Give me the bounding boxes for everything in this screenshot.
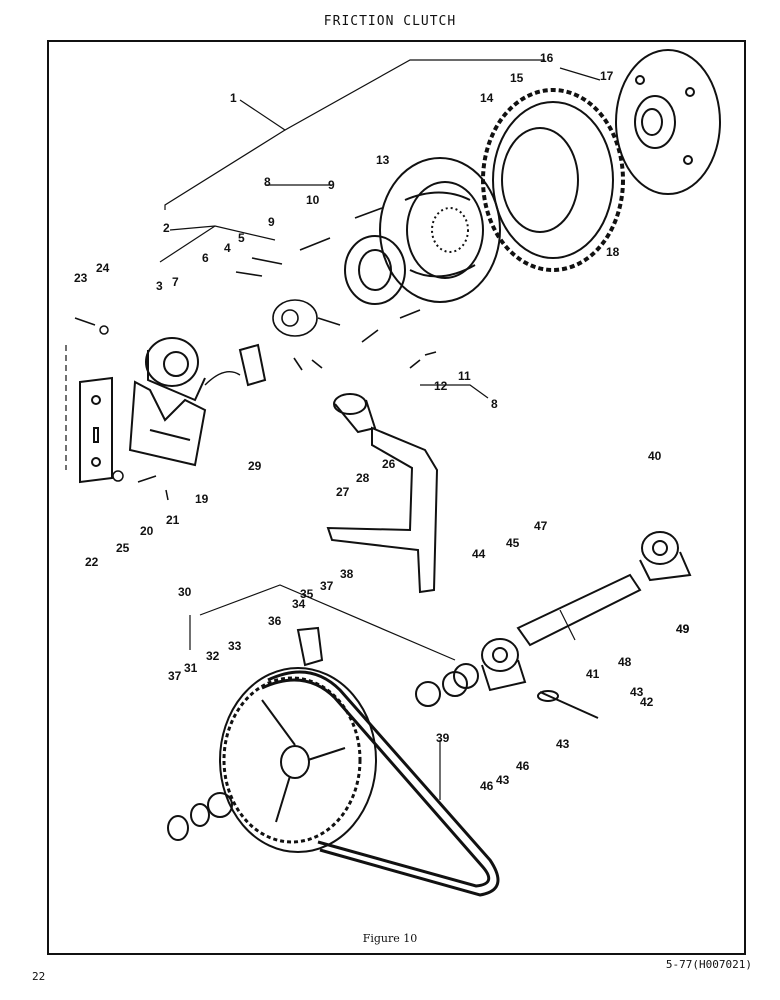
part-callout-19: 19 [195, 492, 209, 506]
handle-grip-28 [333, 393, 377, 434]
shaft-47 [516, 573, 642, 647]
pressure-plate-10 [344, 235, 406, 305]
part-callout-37: 37 [168, 669, 182, 683]
bracket-3 [145, 337, 206, 402]
part-callout-14: 14 [480, 91, 494, 105]
part-callout-15: 15 [510, 71, 524, 85]
part-callout-39: 39 [436, 731, 450, 745]
sprocket-ring-14 [481, 88, 625, 272]
part-callout-20: 20 [140, 524, 154, 538]
part-callout-46: 46 [480, 779, 494, 793]
part-callout-23: 23 [74, 271, 88, 285]
part-callout-9: 9 [268, 215, 275, 229]
part-callout-38: 38 [340, 567, 354, 581]
bolts [74, 317, 169, 501]
part-callout-40: 40 [648, 449, 662, 463]
part-callout-35: 35 [300, 587, 314, 601]
part-callout-30: 30 [178, 585, 192, 599]
bearing-block-45 [481, 638, 527, 692]
part-callout-8: 8 [264, 175, 271, 189]
part-callout-37: 37 [320, 579, 334, 593]
washers-and-bearings [167, 626, 479, 841]
part-callout-31: 31 [184, 661, 198, 675]
part-callout-18: 18 [606, 245, 620, 259]
leader-lines [159, 59, 601, 800]
part-callout-32: 32 [206, 649, 220, 663]
page-title: FRICTION CLUTCH [323, 14, 457, 29]
part-callout-3: 3 [156, 279, 163, 293]
part-callout-22: 22 [85, 555, 99, 569]
part-callout-13: 13 [376, 153, 390, 167]
figure-caption: Figure 10 [362, 932, 418, 945]
clutch-disc-13 [379, 157, 501, 303]
hanger-19 [128, 380, 207, 467]
part-callout-27: 27 [336, 485, 350, 499]
part-callout-5: 5 [238, 231, 245, 245]
part-callout-45: 45 [506, 536, 520, 550]
part-callout-44: 44 [472, 547, 486, 561]
part-callout-17: 17 [600, 69, 614, 83]
page-number: 22 [32, 970, 46, 983]
pulley-hub-17 [615, 49, 721, 195]
part-callout-21: 21 [166, 513, 180, 527]
part-callout-36: 36 [268, 614, 282, 628]
part-callout-16: 16 [540, 51, 554, 65]
part-callout-10: 10 [306, 193, 320, 207]
part-callout-43: 43 [556, 737, 570, 751]
part-callout-7: 7 [172, 275, 179, 289]
part-callout-34: 34 [292, 597, 306, 611]
part-callout-41: 41 [586, 667, 600, 681]
part-callout-11: 11 [458, 369, 471, 383]
part-callout-26: 26 [382, 457, 396, 471]
part-callout-28: 28 [356, 471, 370, 485]
figure-frame [47, 40, 746, 955]
part-callout-49: 49 [676, 622, 690, 636]
v-belt-39 [261, 670, 500, 897]
part-callout-42: 42 [640, 695, 654, 709]
document-code: 5-77(H007021) [665, 958, 752, 971]
part-callout-29: 29 [248, 459, 262, 473]
v-belt-pulley-33 [219, 667, 377, 853]
part-callout-1: 1 [230, 91, 237, 105]
part-callout-24: 24 [96, 261, 110, 275]
part-callout-33: 33 [228, 639, 242, 653]
part-callout-12: 12 [434, 379, 448, 393]
part-callout-8: 8 [491, 397, 498, 411]
part-callout-43: 43 [630, 685, 644, 699]
rod-41 [537, 690, 599, 719]
part-callout-2: 2 [163, 221, 170, 235]
part-callout-25: 25 [116, 541, 130, 555]
part-callout-47: 47 [534, 519, 548, 533]
pillow-block-40 [639, 531, 692, 582]
lever-26 [326, 426, 439, 594]
part-callout-46: 46 [516, 759, 530, 773]
part-callout-4: 4 [224, 241, 231, 255]
fitting-29 [204, 343, 267, 387]
part-callout-43: 43 [496, 773, 510, 787]
plate-22 [65, 345, 113, 484]
part-callout-48: 48 [618, 655, 632, 669]
part-callout-9: 9 [328, 178, 335, 192]
part-callout-49: 49 [676, 622, 690, 636]
links-and-pins [235, 207, 437, 371]
part-callout-6: 6 [202, 251, 209, 265]
